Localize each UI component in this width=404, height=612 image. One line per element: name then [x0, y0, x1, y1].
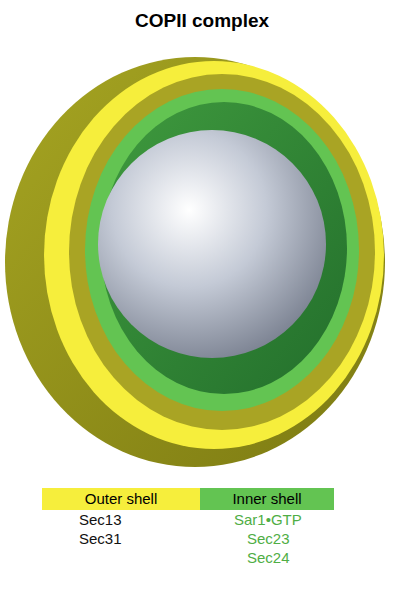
legend-swatch: Outer shell	[42, 488, 200, 510]
outer-shell-rim	[44, 61, 384, 449]
legend-text: Inner shell	[232, 490, 301, 507]
legend-text: Outer shell	[85, 490, 158, 507]
protein-name: Sec24	[247, 549, 290, 567]
figure-title: COPII complex	[135, 10, 269, 32]
legend-swatch: Inner shell	[200, 488, 334, 510]
inner-shell-rim	[85, 89, 359, 411]
protein-name: Sec13	[79, 511, 122, 529]
outer-shell-surface	[5, 57, 385, 467]
protein-name: Sec23	[247, 530, 290, 548]
protein-name: Sec31	[79, 530, 122, 548]
vesicle-core	[98, 130, 326, 358]
protein-name: Sar1•GTP	[234, 511, 302, 529]
outer-shell-inside	[69, 74, 375, 430]
